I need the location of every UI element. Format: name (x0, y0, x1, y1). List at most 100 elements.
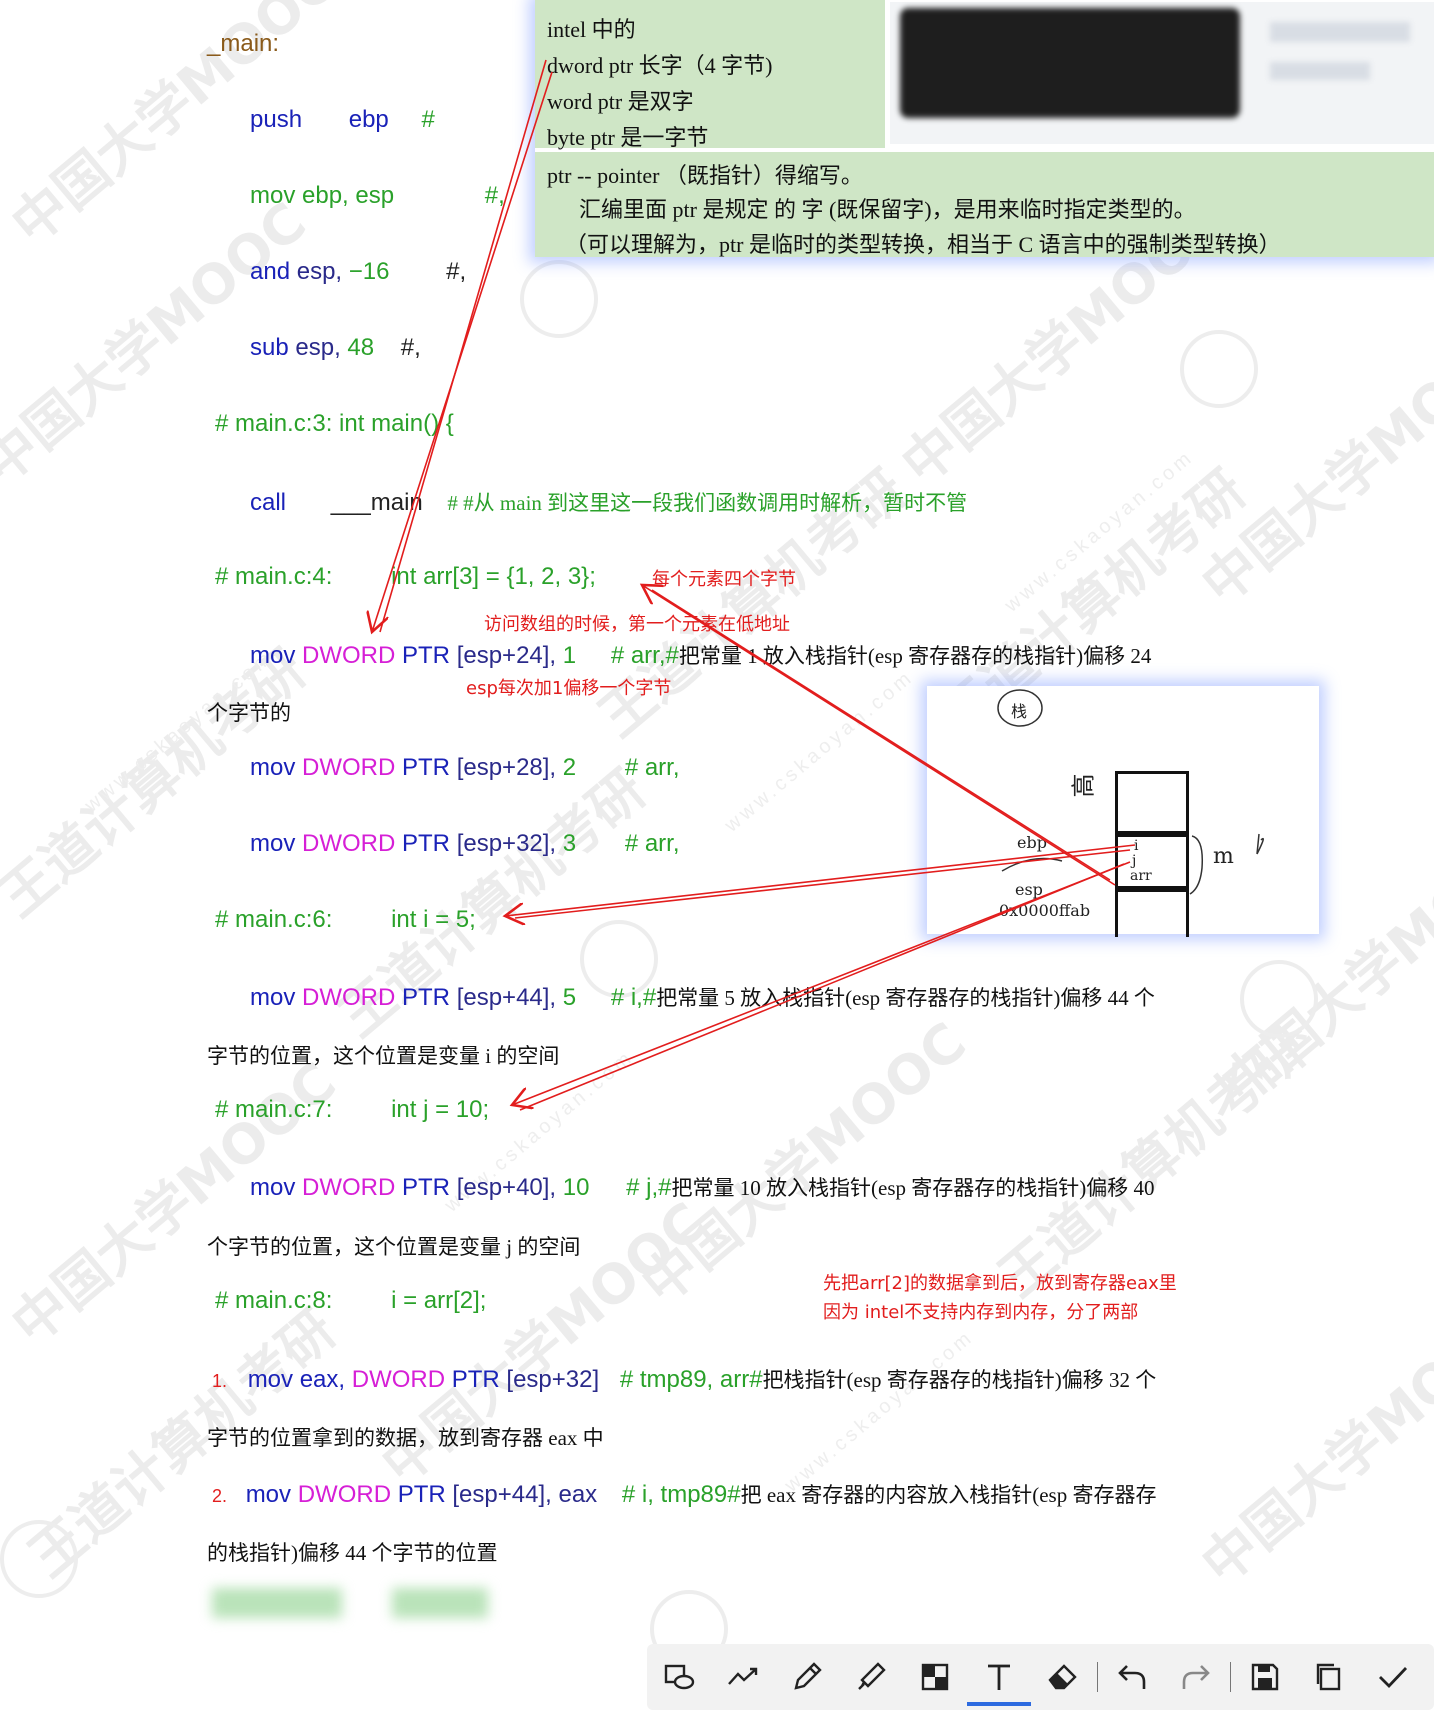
push-comment: # (421, 106, 435, 133)
toolbar-separator (1097, 1662, 1098, 1692)
and-comment: #, (446, 258, 467, 285)
popup-line-2: dword ptr 长字（4 字节) (547, 53, 773, 78)
step2-kw: PTR (397, 1481, 446, 1508)
mosaic-icon[interactable] (903, 1644, 967, 1710)
code-push: push ebp # (250, 106, 435, 134)
main-c4: # main.c:4: int arr[3] = {1, 2, 3}; (215, 563, 596, 591)
stack-m-label: m (1213, 844, 1234, 869)
call-op: call (250, 489, 287, 516)
confirm-icon[interactable] (1361, 1644, 1425, 1710)
step2-ptr: DWORD (297, 1481, 392, 1508)
step1-cn: 把栈指针(esp 寄存器存的栈指针)偏移 32 个 (762, 1368, 1157, 1392)
c8-loc: # main.c:8: (215, 1287, 333, 1314)
step2-comment: # i, tmp89# (621, 1481, 741, 1508)
mov28-comment: # arr, (624, 754, 680, 781)
mov32-op: mov (250, 830, 296, 857)
step1-num: 1. (212, 1371, 228, 1391)
step2-val: eax (558, 1481, 598, 1508)
call-comment: # #从 main 到这里这一段我们函数调用时解析，暂时不管 (447, 491, 968, 515)
mov40-comment: # j,# (626, 1174, 672, 1201)
code-mov28: mov DWORD PTR [esp+28], 2 # arr, (250, 754, 680, 782)
redo-icon[interactable] (1164, 1644, 1228, 1710)
stack-cell-mid (1115, 831, 1189, 892)
c7-src: int j = 10; (391, 1096, 490, 1123)
c7-loc: # main.c:7: (215, 1096, 333, 1123)
stack-cell-top (1115, 771, 1189, 837)
c4-loc: # main.c:4: (215, 563, 333, 590)
annotation-each-element: 每个元素四个字节 (652, 569, 796, 590)
code-mov40: mov DWORD PTR [esp+40], 10 # j,#把常量 10 放… (250, 1172, 1155, 1202)
text-icon[interactable] (967, 1644, 1031, 1710)
code-mov44: mov DWORD PTR [esp+44], 5 # i,#把常量 5 放入栈… (250, 982, 1155, 1012)
mov44-val: 5 (562, 984, 577, 1011)
mov32-kw: PTR (402, 830, 451, 857)
sub-num: 48 (347, 334, 375, 361)
stack-j-label: j (1132, 853, 1137, 869)
code-mov24: mov DWORD PTR [esp+24], 1 # arr,#把常量 1 放… (250, 640, 1151, 670)
main-c8: # main.c:8: i = arr[2]; (215, 1287, 486, 1315)
c6-src: int i = 5; (391, 906, 476, 933)
and-num: −16 (348, 258, 390, 285)
popup-line-5: ptr -- pointer （既指针）得缩写。 (547, 163, 863, 188)
stack-high-label: 高 (1069, 773, 1098, 798)
mov40-op: mov (250, 1174, 296, 1201)
mov40-addr: [esp+40], (456, 1174, 557, 1201)
popup-line-1: intel 中的 (547, 17, 636, 42)
c4-src: int arr[3] = {1, 2, 3}; (391, 563, 596, 590)
c8-src: i = arr[2]; (391, 1287, 487, 1314)
copy-icon[interactable] (1297, 1644, 1361, 1710)
annotation-arr2-line1: 先把arr[2]的数据拿到后，放到寄存器eax里 (823, 1273, 1177, 1294)
save-icon[interactable] (1233, 1644, 1297, 1710)
blurred-text (212, 1588, 342, 1618)
mov44-kw: PTR (402, 984, 451, 1011)
annotation-arr2-line2: 因为 intel不支持内存到内存，分了两部 (823, 1302, 1139, 1323)
push-op: push (250, 106, 303, 133)
main-c3: # main.c:3: int main() { (215, 410, 454, 437)
ptr-note-popup: intel 中的 dword ptr 长字（4 字节) word ptr 是双字… (535, 0, 1434, 257)
stack-addr-label: 0x0000ffab (999, 901, 1091, 920)
stack-esp-label: esp (1015, 880, 1043, 899)
annotation-esp-increment: esp每次加1偏移一个字节 (466, 678, 672, 699)
code-mov-ebp: mov ebp, esp #, (250, 182, 505, 210)
mov44-ptr: DWORD (302, 984, 396, 1011)
code-step2: 2. mov DWORD PTR [esp+44], eax # i, tmp8… (212, 1479, 1156, 1509)
mov32-val: 3 (562, 830, 577, 857)
line-icon[interactable] (711, 1644, 775, 1710)
popup-line-3: word ptr 是双字 (547, 89, 694, 114)
mov24-op: mov (250, 642, 296, 669)
mov28-ptr: DWORD (302, 754, 396, 781)
mov32-comment: # arr, (624, 830, 680, 857)
sub-comment: #, (400, 334, 421, 361)
mov32-addr: [esp+32], (456, 830, 557, 857)
popup-bottom-panel (535, 152, 1434, 257)
popup-line-4: byte ptr 是一字节 (547, 125, 709, 150)
stack-title: 栈 (1011, 702, 1028, 721)
highlighter-icon[interactable] (839, 1644, 903, 1710)
annotation-toolbar (647, 1644, 1434, 1710)
main-c7: # main.c:7: int j = 10; (215, 1096, 489, 1124)
mov40-cn2: 个字节的位置，这个位置是变量 j 的空间 (207, 1235, 581, 1259)
blurred-text (392, 1588, 488, 1618)
sub-op: sub (250, 334, 289, 361)
mov40-cn: 把常量 10 放入栈指针(esp 寄存器存的栈指针)偏移 40 (671, 1176, 1155, 1200)
popup-top-panel (535, 0, 885, 148)
popup-line-6: 汇编里面 ptr 是规定 的 字 (既保留字)，是用来临时指定类型的。 (579, 197, 1196, 222)
step1-addr: [esp+32] (506, 1366, 600, 1393)
undo-icon[interactable] (1100, 1644, 1164, 1710)
push-arg: ebp (348, 106, 389, 133)
step2-cn: 把 eax 寄存器的内容放入栈指针(esp 寄存器存 (740, 1483, 1157, 1507)
mov40-val: 10 (562, 1174, 590, 1201)
pen-icon[interactable] (775, 1644, 839, 1710)
mov24-val: 1 (562, 642, 577, 669)
mov28-addr: [esp+28], (456, 754, 557, 781)
shape-icon[interactable] (647, 1644, 711, 1710)
call-arg: ___main (330, 489, 423, 516)
code-and-esp: and esp, −16 #, (250, 258, 466, 286)
eraser-icon[interactable] (1031, 1644, 1095, 1710)
step1-ptr: DWORD (351, 1366, 446, 1393)
code-call: call ___main # #从 main 到这里这一段我们函数调用时解析，暂… (250, 487, 967, 517)
label-main: _main: (207, 30, 279, 58)
mov44-op: mov (250, 984, 296, 1011)
label-main-text: _main: (207, 30, 280, 57)
step1-kw: PTR (451, 1366, 500, 1393)
